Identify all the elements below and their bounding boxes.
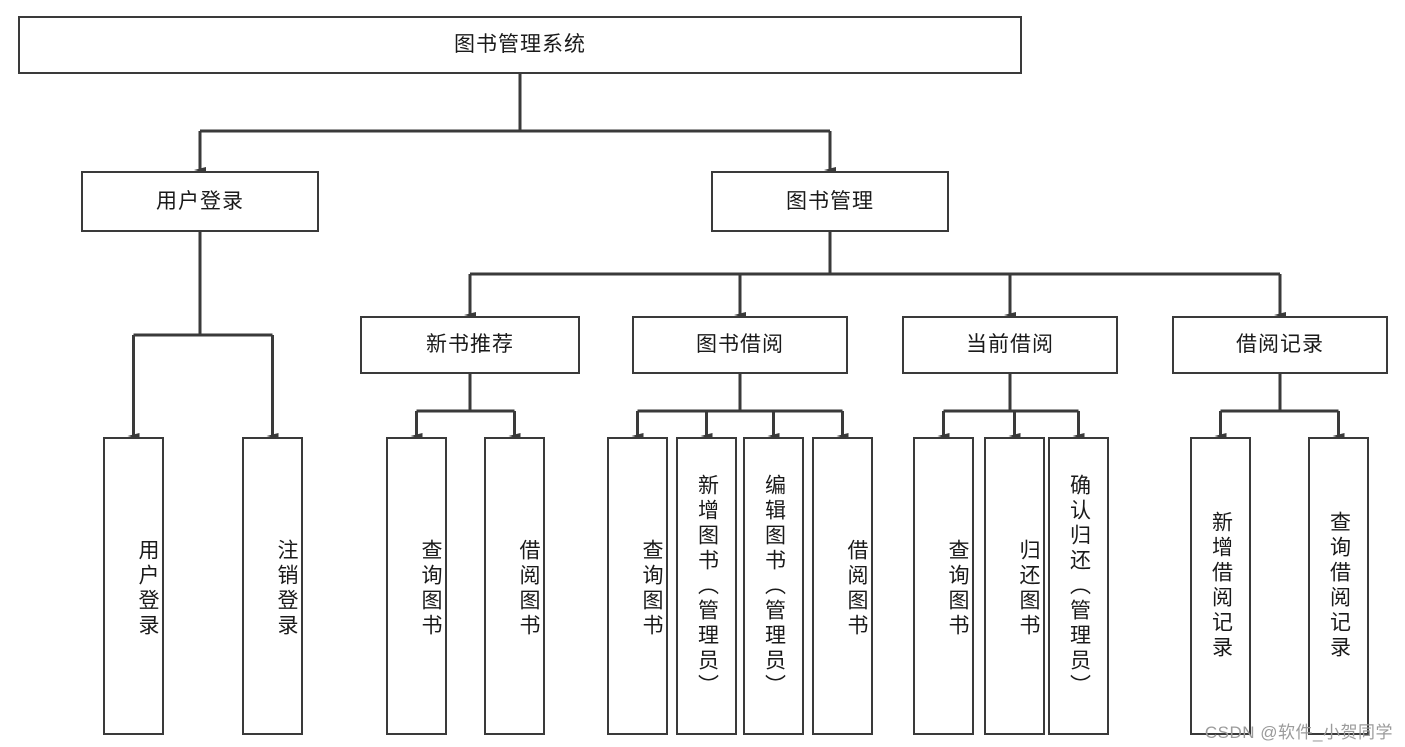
node-label: 查询图书 xyxy=(419,539,442,639)
node-b4[interactable]: 借阅图书 xyxy=(812,437,873,735)
node-label: 注销登录 xyxy=(275,539,298,639)
node-label: 查询图书 xyxy=(946,539,969,639)
node-label: 新增图书（管理员） xyxy=(695,473,719,699)
node-b2[interactable]: 新增图书（管理员） xyxy=(676,437,737,735)
node-label: 查询借阅记录 xyxy=(1327,511,1351,661)
node-b1[interactable]: 查询图书 xyxy=(607,437,668,735)
node-c2[interactable]: 归还图书 xyxy=(984,437,1045,735)
node-n2[interactable]: 借阅图书 xyxy=(484,437,545,735)
node-bookmgmt[interactable]: 图书管理 xyxy=(711,171,949,232)
node-label: 借阅记录 xyxy=(1236,333,1324,357)
node-newbook[interactable]: 新书推荐 xyxy=(360,316,580,374)
node-b3[interactable]: 编辑图书（管理员） xyxy=(743,437,804,735)
node-label: 图书管理系统 xyxy=(454,33,586,57)
node-l2[interactable]: 注销登录 xyxy=(242,437,303,735)
node-current[interactable]: 当前借阅 xyxy=(902,316,1118,374)
node-label: 图书管理 xyxy=(786,189,874,213)
node-label: 新书推荐 xyxy=(426,333,514,357)
node-label: 借阅图书 xyxy=(845,539,868,639)
node-l1[interactable]: 用户登录 xyxy=(103,437,164,735)
node-label: 归还图书 xyxy=(1017,539,1040,639)
node-label: 编辑图书（管理员） xyxy=(762,473,786,699)
node-records[interactable]: 借阅记录 xyxy=(1172,316,1388,374)
node-n1[interactable]: 查询图书 xyxy=(386,437,447,735)
watermark: CSDN @软件_小贺同学 xyxy=(1204,723,1393,742)
node-label: 用户登录 xyxy=(156,189,244,213)
node-c1[interactable]: 查询图书 xyxy=(913,437,974,735)
node-login[interactable]: 用户登录 xyxy=(81,171,319,232)
node-label: 图书借阅 xyxy=(696,333,784,357)
node-root[interactable]: 图书管理系统 xyxy=(18,16,1022,74)
node-label: 新增借阅记录 xyxy=(1209,511,1233,661)
node-label: 借阅图书 xyxy=(517,539,540,639)
node-label: 当前借阅 xyxy=(966,333,1054,357)
node-r1[interactable]: 新增借阅记录 xyxy=(1190,437,1251,735)
node-c3[interactable]: 确认归还（管理员） xyxy=(1048,437,1109,735)
node-label: 查询图书 xyxy=(640,539,663,639)
node-borrow[interactable]: 图书借阅 xyxy=(632,316,848,374)
node-label: 用户登录 xyxy=(136,539,159,639)
edge-group xyxy=(127,74,1345,439)
node-r2[interactable]: 查询借阅记录 xyxy=(1308,437,1369,735)
node-label: 确认归还（管理员） xyxy=(1067,473,1091,699)
